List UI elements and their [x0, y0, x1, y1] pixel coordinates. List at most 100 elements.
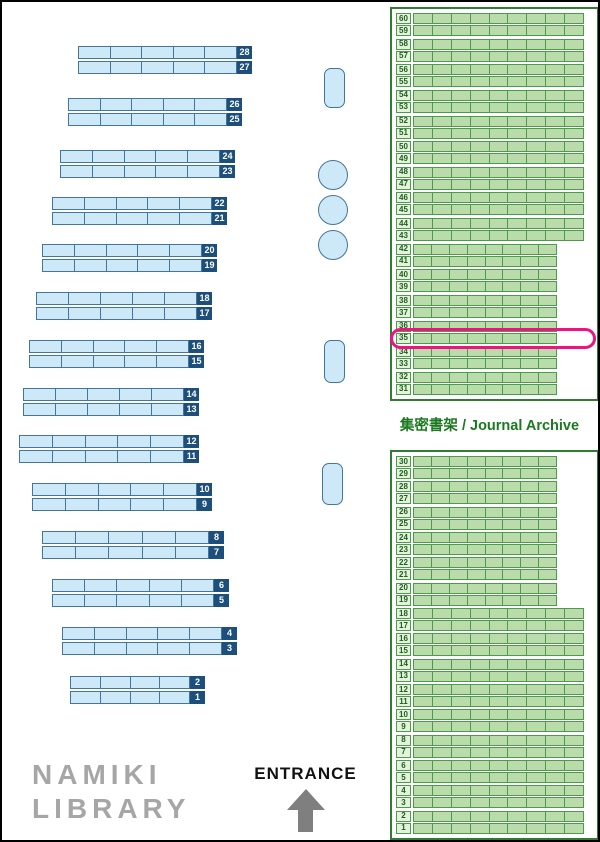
archive-shelf-segment [565, 180, 583, 189]
archive-shelf-segment [450, 372, 468, 382]
archive-shelf-segment [414, 296, 432, 306]
archive-shelf-segment [527, 722, 547, 732]
archive-row-19: 19 [396, 594, 593, 606]
archive-shelf-segment [452, 116, 471, 126]
shelf-bar [52, 212, 212, 225]
shelf-segment [69, 293, 101, 304]
archive-shelf-segment [432, 595, 450, 605]
archive-shelf-segment [486, 457, 504, 466]
archive-shelf-segment [503, 308, 522, 318]
shelf-row-16: 16 [29, 340, 204, 353]
archive-shelf-segment [486, 469, 504, 478]
archive-shelf-segment [414, 282, 432, 292]
archive-row-28: 28 [396, 481, 593, 493]
archive-shelf-bar [413, 64, 584, 76]
archive-shelf-segment [486, 519, 504, 529]
archive-row-38: 38 [396, 295, 593, 307]
round-table [318, 195, 348, 225]
archive-shelf-segment [527, 697, 547, 707]
library-name: NAMIKI LIBRARY [32, 758, 190, 826]
archive-shelf-segment [468, 359, 486, 369]
arrow-stem [298, 810, 313, 832]
archive-shelf-segment [527, 205, 547, 215]
archive-shelf-segment [486, 507, 504, 517]
archive-shelf-segment [546, 102, 566, 112]
archive-shelf-segment [452, 735, 471, 745]
archive-row-number: 31 [396, 383, 411, 395]
archive-shelf-segment [490, 167, 509, 177]
archive-shelf-segment [546, 786, 566, 796]
archive-row-number: 12 [396, 684, 411, 696]
archive-shelf-segment [546, 154, 566, 164]
archive-shelf-segment [471, 77, 490, 87]
shelf-bar [60, 165, 220, 178]
archive-shelf-segment [546, 761, 566, 771]
archive-shelf-segment [414, 685, 433, 695]
archive-shelf-segment [527, 142, 547, 152]
archive-shelf-segment [450, 333, 468, 343]
archive-shelf-segment [503, 333, 522, 343]
archive-shelf-bar [413, 696, 584, 708]
archive-shelf-segment [433, 634, 452, 644]
archive-shelf-segment [565, 129, 583, 138]
round-table [318, 160, 348, 190]
archive-shelf-segment [471, 646, 490, 656]
archive-shelf-segment [490, 634, 509, 644]
archive-shelf-segment [450, 347, 468, 357]
archive-shelf-segment [503, 282, 522, 292]
archive-shelf-segment [546, 634, 566, 644]
shelf-segment [79, 47, 111, 58]
archive-shelf-segment [433, 102, 452, 112]
archive-row-number: 7 [396, 746, 411, 758]
archive-shelf-segment [486, 595, 504, 605]
archive-shelf-segment [433, 116, 452, 126]
archive-shelf-segment [503, 384, 522, 394]
shelf-segment [30, 341, 62, 352]
archive-row-number: 8 [396, 734, 411, 746]
archive-shelf-segment [539, 296, 556, 305]
shelf-number-tag: 17 [197, 307, 212, 320]
archive-shelf-segment [468, 519, 486, 529]
shelf-segment [85, 595, 118, 606]
archive-shelf-segment [468, 558, 486, 568]
archive-shelf-segment [468, 457, 486, 466]
archive-shelf-segment [527, 128, 547, 138]
archive-shelf-segment [433, 811, 452, 821]
archive-shelf-segment [546, 39, 566, 49]
shelf-segment [182, 595, 213, 606]
archive-shelf-bar [413, 38, 584, 50]
archive-shelf-segment [433, 823, 452, 833]
shelf-segment [95, 628, 127, 639]
archive-shelf-segment [490, 193, 509, 203]
shelf-segment [164, 99, 196, 110]
shelf-number-tag: 10 [197, 483, 212, 496]
archive-shelf-segment [527, 26, 547, 35]
archive-shelf-segment [508, 798, 528, 808]
shelf-segment [24, 389, 56, 400]
archive-shelf-segment [414, 219, 433, 229]
archive-shelf-segment [508, 167, 528, 177]
archive-shelf-segment [452, 646, 471, 656]
archive-shelf-segment [432, 545, 450, 555]
archive-shelf-segment [433, 659, 452, 669]
shelf-segment [63, 628, 95, 639]
archive-shelf-bar [413, 153, 584, 165]
archive-shelf-segment [432, 282, 450, 292]
archive-row-number: 55 [396, 76, 411, 88]
shelf-number-tag: 8 [209, 531, 224, 544]
archive-shelf-segment [433, 51, 452, 61]
archive-shelf-segment [490, 90, 509, 100]
archive-shelf-segment [539, 508, 556, 517]
archive-row-21: 21 [396, 569, 593, 581]
archive-shelf-segment [433, 142, 452, 152]
archive-shelf-bar [413, 822, 584, 834]
archive-shelf-segment [433, 231, 452, 241]
archive-shelf-segment [414, 308, 432, 318]
arrow-head [286, 789, 325, 810]
shelf-row-5: 5 [52, 594, 229, 607]
archive-row-46: 46 [396, 192, 593, 204]
